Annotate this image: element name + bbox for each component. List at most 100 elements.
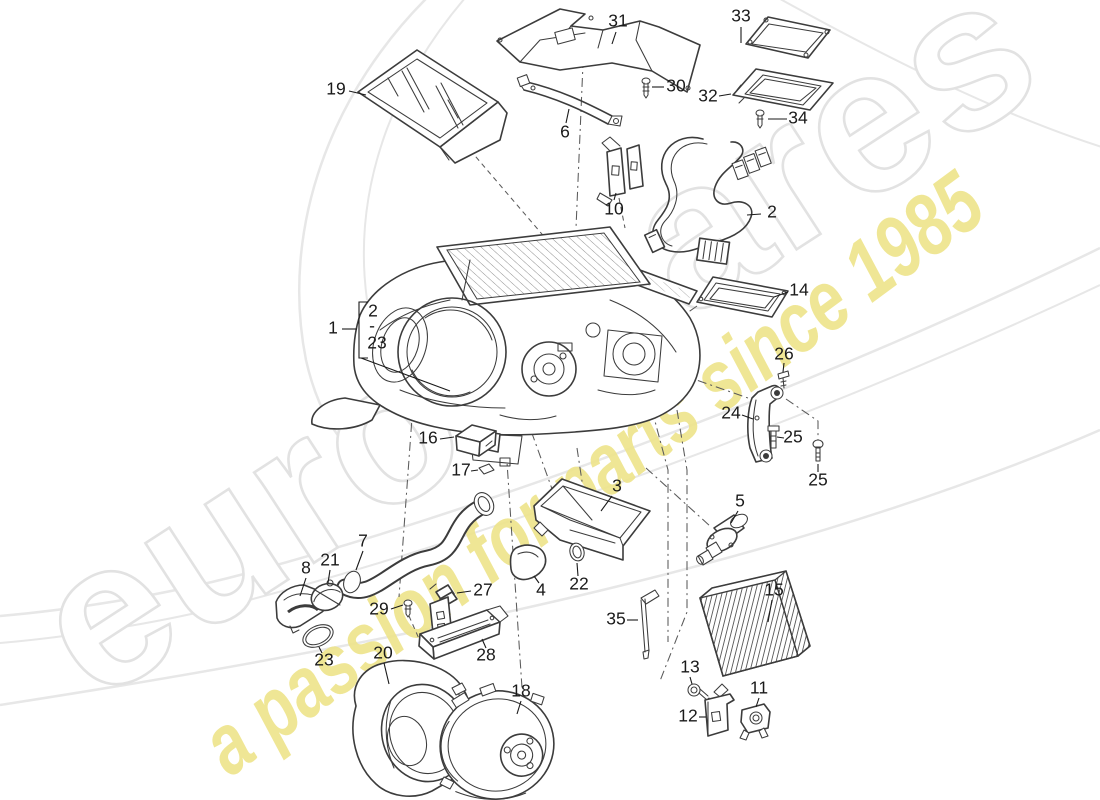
- leader-line-2: [746, 213, 762, 216]
- assembly-range-bottom: 23: [367, 333, 386, 353]
- part-2-wiring-harness-drawing: [643, 136, 772, 265]
- part-label-2[interactable]: 2: [767, 202, 777, 222]
- leader-line-6: [565, 108, 570, 124]
- assembly-group-callout: 1 2 - 23: [328, 301, 451, 392]
- leader-line-20: [383, 662, 390, 685]
- part-label-23[interactable]: 23: [314, 650, 333, 670]
- part-label-17[interactable]: 17: [451, 460, 470, 480]
- part-31-upper-duct-drawing: [496, 8, 701, 93]
- part-34-screw-drawing: [755, 109, 765, 129]
- part-label-14[interactable]: 14: [789, 280, 809, 300]
- leader-line-28: [481, 638, 487, 649]
- leader-line-24: [741, 414, 754, 420]
- part-label-35[interactable]: 35: [606, 609, 625, 629]
- part-label-33[interactable]: 33: [731, 6, 750, 26]
- part-label-25a[interactable]: 25: [783, 427, 802, 447]
- part-label-12[interactable]: 12: [678, 706, 697, 726]
- assembly-group-number[interactable]: 1: [328, 318, 338, 338]
- leader-line-22: [576, 562, 579, 577]
- leader-line-19: [348, 90, 367, 96]
- part-label-15[interactable]: 15: [764, 580, 783, 600]
- part-30-screw-drawing: [641, 77, 651, 99]
- part-21-flap-disc-drawing: [310, 579, 344, 612]
- part-label-7[interactable]: 7: [358, 531, 368, 551]
- part-16-module-drawing: [455, 424, 501, 457]
- part-label-11[interactable]: 11: [750, 678, 768, 698]
- leader-line-23: [318, 646, 323, 654]
- leader-line-27: [456, 590, 472, 594]
- part-26-screw-drawing: [777, 370, 790, 389]
- part-label-29[interactable]: 29: [369, 599, 388, 619]
- assembly-range-top: 2: [368, 301, 378, 321]
- part-25-bolt-b-drawing: [812, 439, 824, 462]
- part-5-valve-drawing: [696, 513, 748, 566]
- leader-line-15: [767, 599, 773, 623]
- part-label-18[interactable]: 18: [511, 681, 530, 701]
- part-11-actuator-drawing: [739, 703, 771, 741]
- part-label-4[interactable]: 4: [536, 580, 546, 600]
- part-3-air-box-drawing: [533, 478, 651, 561]
- part-20-blower-housing-drawing: [352, 659, 473, 797]
- part-label-22[interactable]: 22: [569, 574, 588, 594]
- part-28-support-rail-drawing: [418, 605, 509, 660]
- leader-line-31: [611, 31, 617, 45]
- leader-line-29: [390, 604, 404, 610]
- leader-line-14: [773, 291, 789, 298]
- part-label-20[interactable]: 20: [373, 643, 393, 663]
- leader-line-25a: [776, 436, 785, 439]
- part-35-sensor-rod-drawing: [640, 589, 660, 660]
- part-22-seal-ring-drawing: [569, 542, 585, 562]
- part-label-30[interactable]: 30: [666, 76, 686, 96]
- part-label-26[interactable]: 26: [774, 344, 793, 364]
- part-23-o-ring-drawing: [302, 624, 334, 648]
- leader-line-26: [782, 362, 785, 373]
- part-10-bracket-drawing: [596, 136, 644, 207]
- leader-line-17: [470, 469, 479, 472]
- part-label-34[interactable]: 34: [788, 108, 808, 128]
- part-13-screw-drawing: [687, 683, 710, 703]
- leader-line-11: [755, 697, 760, 708]
- part-label-27[interactable]: 27: [473, 580, 492, 600]
- part-label-19[interactable]: 19: [326, 79, 345, 99]
- part-29-screw-drawing: [403, 599, 413, 618]
- part-label-8[interactable]: 8: [301, 558, 311, 578]
- leader-line-8: [299, 577, 307, 597]
- leader-line-5: [730, 510, 739, 524]
- part-1-heater-assembly-drawing: [311, 226, 701, 467]
- leader-line-32: [718, 93, 732, 97]
- part-label-31[interactable]: 31: [608, 11, 627, 31]
- part-label-6[interactable]: 6: [560, 122, 570, 142]
- leader-line-7: [355, 550, 364, 571]
- part-4-elbow-duct-drawing: [509, 544, 547, 581]
- leader-line-21: [327, 569, 331, 584]
- leader-line-13: [689, 676, 693, 685]
- part-14-vent-trim-drawing: [696, 276, 789, 318]
- part-label-21[interactable]: 21: [320, 550, 339, 570]
- part-6-support-strip-drawing: [516, 74, 623, 127]
- part-label-32[interactable]: 32: [698, 86, 717, 106]
- leader-line-10: [613, 192, 617, 201]
- leader-line-16: [439, 436, 455, 440]
- part-24-mounting-bracket-drawing: [747, 384, 784, 463]
- leader-line-3: [600, 495, 613, 512]
- part-label-25b[interactable]: 25: [808, 470, 827, 490]
- part-label-16[interactable]: 16: [418, 428, 437, 448]
- part-33-gasket-frame-drawing: [745, 16, 831, 59]
- part-label-3[interactable]: 3: [612, 476, 622, 496]
- part-label-28[interactable]: 28: [476, 645, 495, 665]
- part-15-evaporator-drawing: [699, 569, 811, 677]
- leader-line-4: [533, 575, 540, 584]
- part-17-clip-drawing: [478, 463, 495, 475]
- part-label-13[interactable]: 13: [680, 657, 699, 677]
- leader-line-18: [516, 700, 522, 715]
- part-label-10[interactable]: 10: [604, 199, 624, 219]
- part-label-5[interactable]: 5: [735, 491, 745, 511]
- part-25-bolt-a-drawing: [767, 425, 780, 449]
- part-label-24[interactable]: 24: [721, 403, 741, 423]
- assembly-range-separator: -: [369, 316, 375, 336]
- part-19-vent-grille-drawing: [357, 49, 508, 164]
- part-7-air-hose-drawing: [336, 492, 495, 599]
